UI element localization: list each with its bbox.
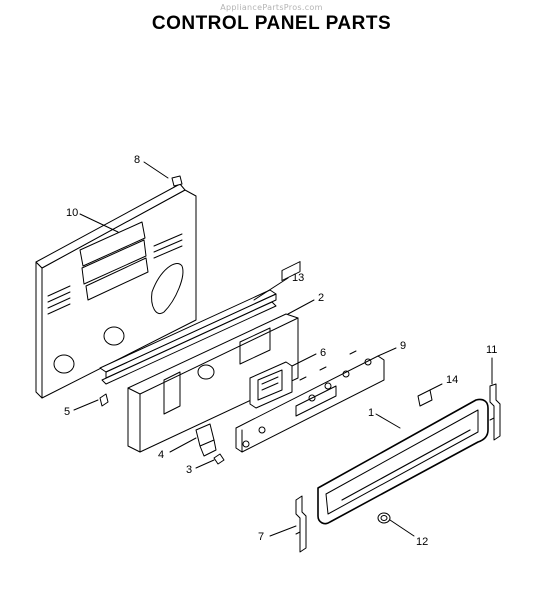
callout-3: 3 <box>186 464 192 476</box>
part-2-mounting-bracket <box>127 313 299 453</box>
part-11-side-bracket <box>489 383 501 441</box>
callout-13: 13 <box>292 272 304 284</box>
callout-5: 5 <box>64 406 70 418</box>
leader-lines <box>73 161 493 537</box>
callout-9: 9 <box>400 340 406 352</box>
callout-8: 8 <box>134 154 140 166</box>
page-title: CONTROL PANEL PARTS <box>151 13 392 34</box>
part-7-side-bracket <box>295 495 307 553</box>
callout-7: 7 <box>258 531 264 543</box>
part-6-control-board <box>249 361 293 409</box>
callout-12: 12 <box>416 536 428 548</box>
callout-1: 1 <box>368 407 374 419</box>
part-4-switch <box>195 423 217 457</box>
part-13-bracket-strip <box>99 289 277 385</box>
watermark: AppliancePartsPros.com <box>220 3 323 12</box>
callout-14: 14 <box>446 374 458 386</box>
part-8-screw <box>171 175 183 187</box>
part-14-clip <box>417 389 433 407</box>
callout-10: 10 <box>66 207 78 219</box>
part-12-knob <box>377 512 391 524</box>
callout-4: 4 <box>158 449 164 461</box>
callout-11: 11 <box>486 344 497 356</box>
callout-6: 6 <box>320 347 326 359</box>
part-3-screw <box>213 453 225 465</box>
part-5-screw <box>99 393 109 407</box>
part-1-trim-frame <box>317 398 489 525</box>
callout-2: 2 <box>318 292 324 304</box>
